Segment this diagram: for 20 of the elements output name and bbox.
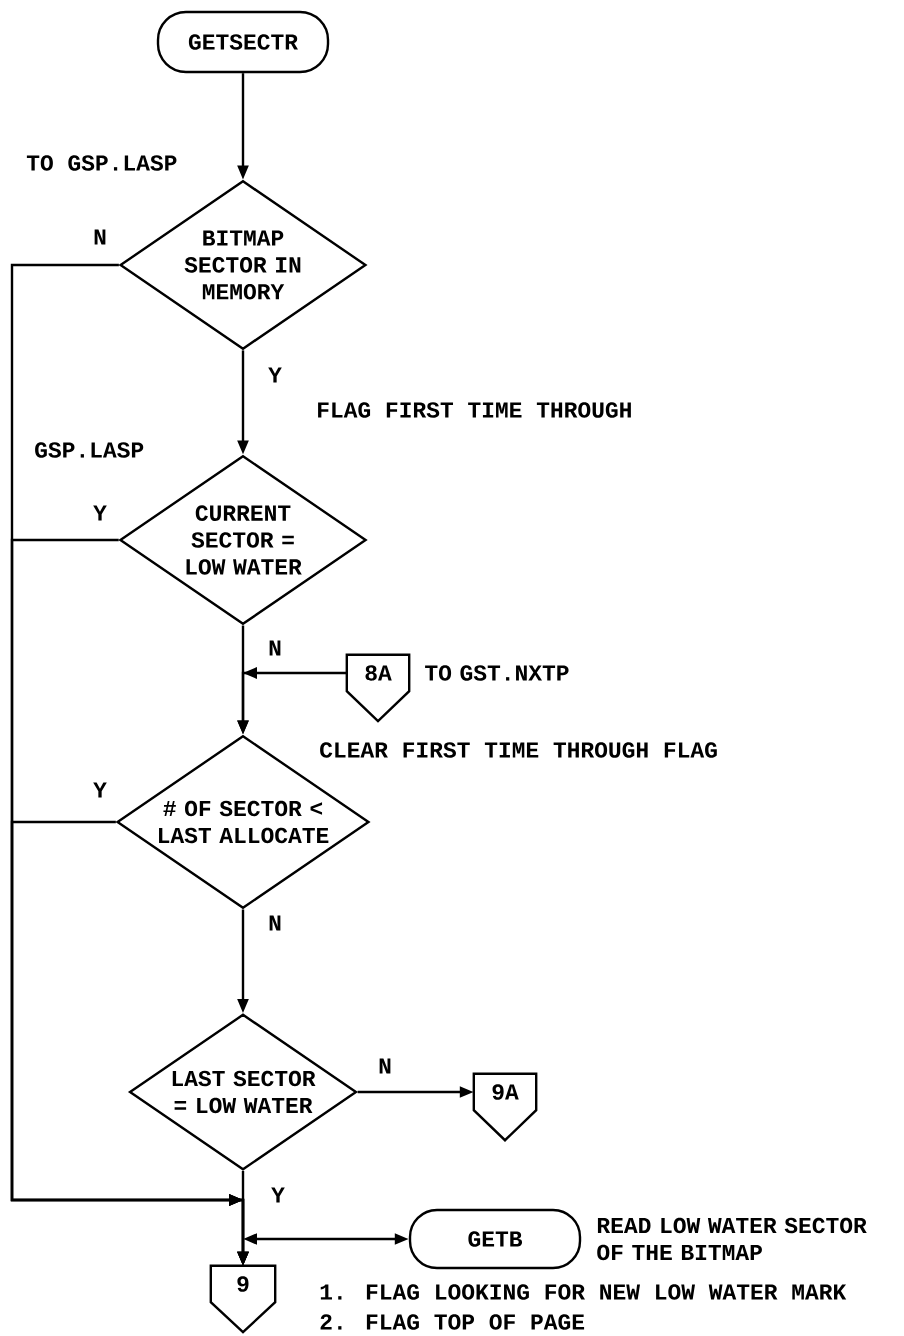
note: FLAG FIRST TIME THROUGH xyxy=(318,402,631,418)
note: READ LOW WATER SECTOR OF THE BITMAP xyxy=(597,1217,867,1261)
note: 2. FLAG TOP OF PAGE xyxy=(320,1314,585,1330)
note: TO GSP.LASP xyxy=(26,155,177,171)
note: TO GST.NXTP xyxy=(425,665,569,681)
edge-label: Y xyxy=(266,365,284,385)
edge-label: N xyxy=(91,227,109,247)
offpage-connector: 9 xyxy=(209,1264,277,1334)
edge-label: N xyxy=(266,913,284,933)
edge-label: Y xyxy=(269,1185,287,1205)
offpage-connector: 9A xyxy=(472,1072,538,1142)
terminal-box: GETSECTR xyxy=(156,10,330,74)
offpage-connector: 8A xyxy=(345,653,411,723)
edge-label: Y xyxy=(91,503,109,523)
edge-label: N xyxy=(266,638,284,658)
note: CLEAR FIRST TIME THROUGH FLAG xyxy=(320,742,717,758)
edge-label: Y xyxy=(91,780,109,800)
note: 1. FLAG LOOKING FOR NEW LOW WATER MARK xyxy=(320,1284,847,1300)
edge-label: N xyxy=(376,1056,394,1076)
terminal-box: GETB xyxy=(408,1208,582,1270)
